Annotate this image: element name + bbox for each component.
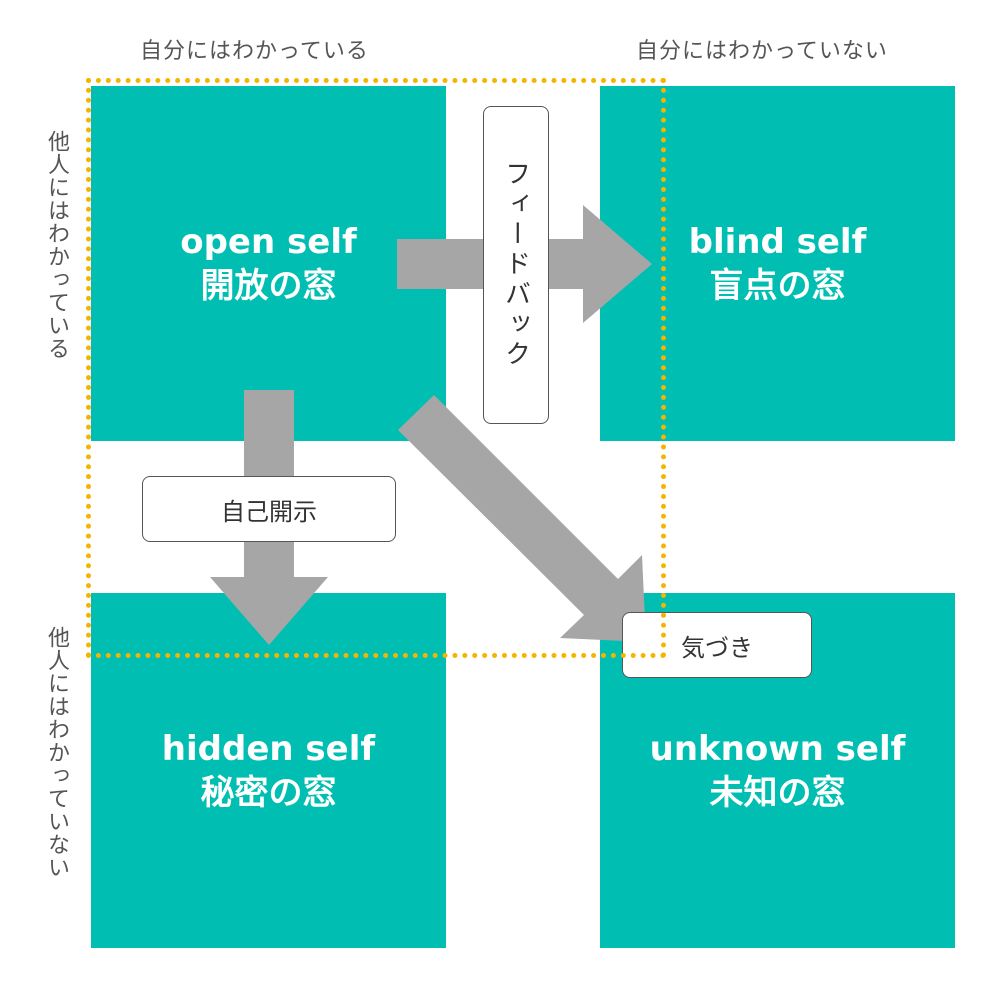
quadrant-open-self-jp: 開放の窓	[200, 265, 337, 306]
self-disclosure-label: 自己開示	[142, 476, 396, 542]
quadrant-unknown-self-jp: 未知の窓	[709, 772, 846, 813]
quadrant-blind-self-jp: 盲点の窓	[709, 265, 846, 306]
quadrant-hidden-self-jp: 秘密の窓	[200, 772, 337, 813]
quadrant-open-self-en: open self	[180, 221, 357, 262]
row-label-unknown-to-others: 他人にはわかっていない	[44, 626, 69, 879]
quadrant-blind-self-en: blind self	[688, 221, 867, 262]
awareness-label: 気づき	[622, 612, 812, 678]
row-label-known-to-others: 他人にはわかっている	[44, 130, 69, 360]
quadrant-open-self: open self 開放の窓	[91, 86, 446, 441]
awareness-arrow	[398, 395, 646, 642]
column-label-unknown-to-self: 自分にはわかっていない	[636, 39, 888, 64]
quadrant-unknown-self-en: unknown self	[649, 728, 906, 769]
quadrant-blind-self: blind self 盲点の窓	[600, 86, 955, 441]
quadrant-hidden-self: hidden self 秘密の窓	[91, 593, 446, 948]
column-label-known-to-self: 自分にはわかっている	[140, 39, 369, 64]
feedback-label: フィードバック	[483, 106, 549, 424]
quadrant-hidden-self-en: hidden self	[161, 728, 376, 769]
